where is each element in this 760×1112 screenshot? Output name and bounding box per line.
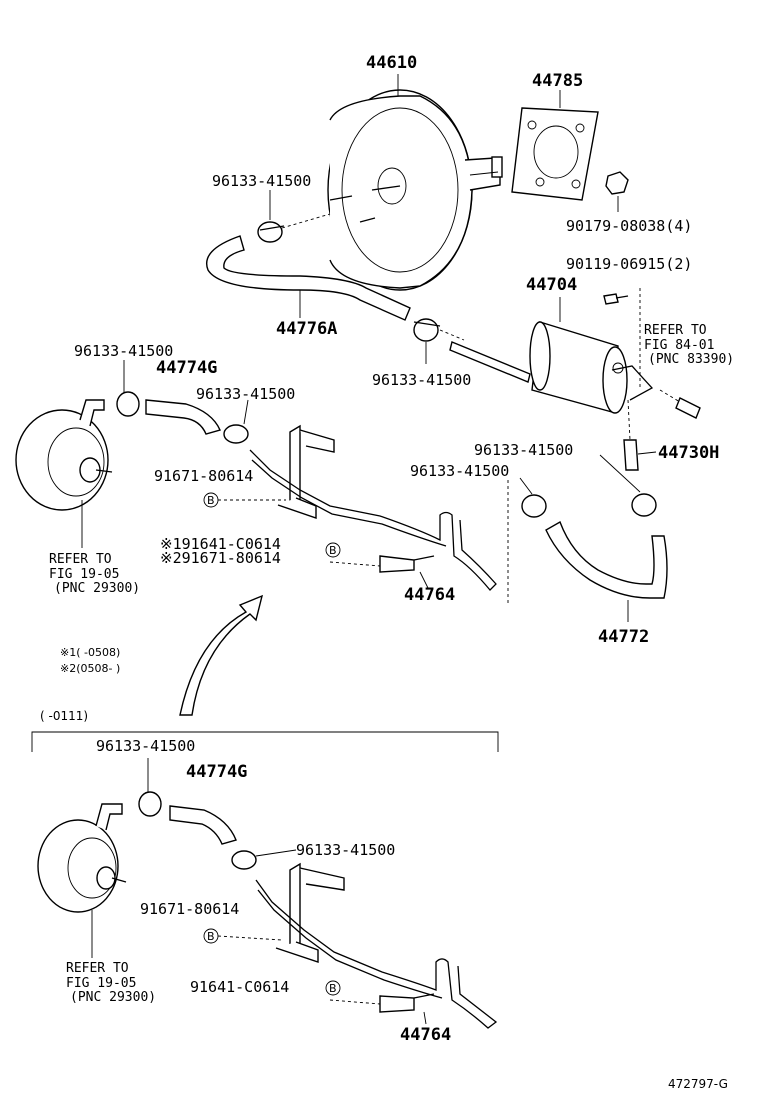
clamp-d-part-number: 96133-41500 xyxy=(196,385,295,403)
pipe-upper-part-number: 44764 xyxy=(404,585,455,605)
clamp-c-part-number: 96133-41500 xyxy=(74,342,173,360)
nut-part-number: 90179-08038(4) xyxy=(566,217,692,235)
gasket-drawing xyxy=(511,90,599,201)
note-1: ※1( -0508) xyxy=(60,646,120,659)
booster-part-number: 44610 xyxy=(366,53,417,73)
hose-44776a-drawing xyxy=(206,235,411,321)
refer-fig-84-line2: FIG 84-01 xyxy=(644,338,714,353)
refer-fig-84-line1: REFER TO xyxy=(644,323,707,338)
hose-44774g-lower-drawing xyxy=(138,758,297,870)
valve-part-number: 44730H xyxy=(658,443,719,463)
refer-fig-19-upper-line3: (PNC 29300) xyxy=(54,581,140,596)
note-2: ※2(0508- ) xyxy=(60,662,120,675)
clamp-e-part-number: 96133-41500 xyxy=(474,441,573,459)
bolt-c1-part-number: ※191641-C0614 xyxy=(160,535,281,553)
clamp-booster-drawing xyxy=(257,190,331,243)
refer-fig-19-lower-line3: (PNC 29300) xyxy=(70,990,156,1005)
hose-44772-drawing xyxy=(519,454,668,622)
detail-arrow xyxy=(179,594,264,716)
pump-part-number: 44704 xyxy=(526,275,577,295)
lower-hose-44774g-part-number: 44774G xyxy=(186,762,247,782)
bolt-marker-b-upper-text: B xyxy=(207,494,215,507)
lower-clamp-b-part-number: 96133-41500 xyxy=(296,841,395,859)
hose-44774g-upper-part-number: 44774G xyxy=(156,358,217,378)
refer-fig-19-upper-line1: REFER TO xyxy=(49,552,112,567)
bolt-marker-b-upper2 xyxy=(325,542,341,558)
clamp-f-part-number: 96133-41500 xyxy=(410,462,509,480)
hose-44776a-part-number: 44776A xyxy=(276,319,337,339)
lower-bolt-c-part-number: 91641-C0614 xyxy=(190,978,289,996)
refer-fig-19-upper-line2: FIG 19-05 xyxy=(49,567,119,582)
bolt-90119-part-number: 90119-06915(2) xyxy=(566,255,692,273)
pipe-bracket-upper-drawing xyxy=(249,424,509,604)
refer-fig-19-lower-line1: REFER TO xyxy=(66,961,129,976)
nut-drawing xyxy=(605,171,629,212)
refer-fig-19-lower-line2: FIG 19-05 xyxy=(66,976,136,991)
detail-box-border xyxy=(31,731,499,752)
hose-44772-part-number: 44772 xyxy=(598,627,649,647)
bolt-marker-b-lower2-text: B xyxy=(329,982,337,995)
bolt-b-part-number: 91671-80614 xyxy=(154,467,253,485)
bolt-90119-drawing xyxy=(603,288,641,390)
bolt-marker-b-upper2-text: B xyxy=(329,544,337,557)
engine-pump-lower-drawing xyxy=(37,803,127,958)
check-valve-drawing xyxy=(623,399,657,471)
hose-44774g-upper-drawing xyxy=(116,360,249,444)
gasket-part-number: 44785 xyxy=(532,71,583,91)
refer-fig-84-line3: (PNC 83390) xyxy=(648,352,734,367)
clamp-b-part-number: 96133-41500 xyxy=(372,371,471,389)
lower-clamp-a-part-number: 96133-41500 xyxy=(96,737,195,755)
pipe-bracket-lower-drawing xyxy=(255,862,498,1029)
bolt-marker-b-lower2 xyxy=(325,980,341,996)
sensor-connector-drawing xyxy=(659,389,701,419)
bolt-marker-b-lower-text: B xyxy=(207,930,215,943)
clamp-b-drawing xyxy=(413,318,465,364)
vacuum-pump-drawing xyxy=(449,297,654,414)
lower-bolt-b-part-number: 91671-80614 xyxy=(140,900,239,918)
clamp-a-part-number: 96133-41500 xyxy=(212,172,311,190)
bolt-c2-part-number: ※291671-80614 xyxy=(160,549,281,567)
lower-pipe-part-number: 44764 xyxy=(400,1025,451,1045)
diagram-id: 472797-G xyxy=(668,1077,728,1091)
period-label: ( -0111) xyxy=(40,709,88,723)
brake-booster-drawing xyxy=(327,74,503,291)
engine-pump-upper-drawing xyxy=(15,399,113,548)
